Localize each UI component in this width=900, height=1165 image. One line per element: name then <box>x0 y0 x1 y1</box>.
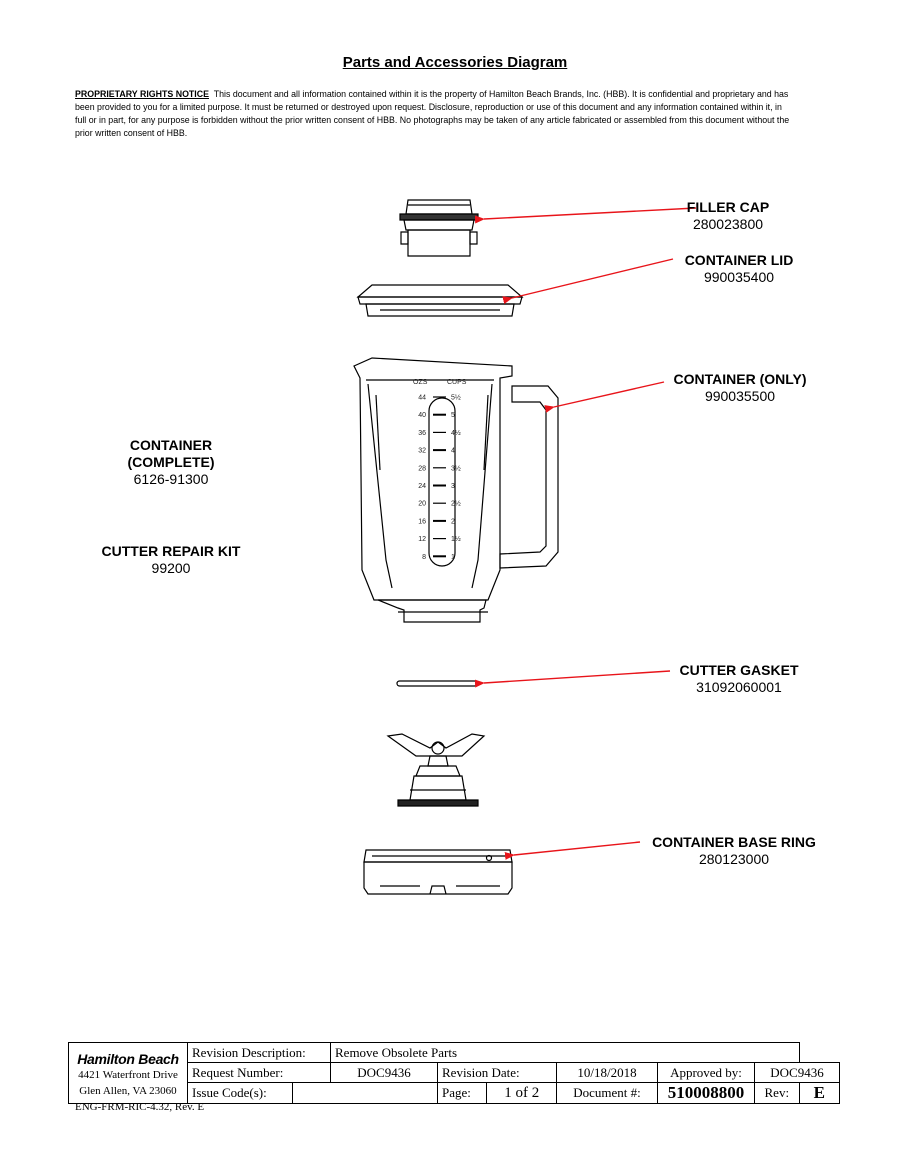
cutter-drawing <box>386 733 486 807</box>
oz-tick-label: 28 <box>418 465 426 472</box>
container-lid-drawing <box>356 284 524 317</box>
document-label: Document #: <box>556 1082 658 1104</box>
address-line-2: Glen Allen, VA 23060 <box>79 1085 177 1097</box>
company-block: Hamilton Beach 4421 Waterfront Drive Gle… <box>68 1042 188 1104</box>
oz-tick-label: 24 <box>418 483 426 490</box>
cutter-repair-kit-name: CUTTER REPAIR KIT <box>101 543 241 559</box>
approved-by-label: Approved by: <box>657 1062 755 1083</box>
oz-tick-label: 40 <box>418 412 426 419</box>
measure-scale: OZS CUPS 44 5½ 40 5 36 4½ 32 4 28 3½ 24 3 20 2½ 16 2 12 1… <box>413 379 467 561</box>
oz-tick-label: 16 <box>418 518 426 525</box>
address-line-1: 4421 Waterfront Drive <box>78 1069 178 1081</box>
filler-cap-number: 280023800 <box>692 216 764 232</box>
notice-heading: PROPRIETARY RIGHTS NOTICE <box>75 88 209 99</box>
cups-tick-label: 5 <box>451 412 455 419</box>
rev-label: Rev: <box>754 1082 800 1104</box>
oz-tick-label: 44 <box>418 395 426 402</box>
label-filler-cap: FILLER CAP 280023800 <box>663 199 793 233</box>
label-container-lid: CONTAINER LID 990035400 <box>664 252 814 286</box>
page-title: Parts and Accessories Diagram <box>342 54 568 71</box>
cutter-gasket-name: CUTTER GASKET <box>679 662 799 678</box>
cups-tick-label: 1 <box>451 554 455 561</box>
revision-description-label: Revision Description: <box>187 1042 331 1063</box>
cups-tick-label: 2½ <box>451 500 461 508</box>
oz-header: OZS <box>413 379 428 386</box>
rev-value: E <box>798 1082 841 1104</box>
cups-tick-label: 5½ <box>451 394 461 402</box>
container-complete-number: 6126-91300 <box>133 471 209 487</box>
revision-date-label: Revision Date: <box>437 1062 557 1083</box>
cups-tick-label: 4½ <box>451 429 461 437</box>
cutter-gasket-drawing <box>396 680 478 687</box>
cups-tick-label: 1½ <box>451 535 461 543</box>
approved-by-value: DOC9436 <box>754 1062 840 1083</box>
issue-codes-value <box>292 1082 438 1104</box>
cups-tick-label: 3 <box>451 483 455 490</box>
oz-tick-label: 20 <box>418 501 426 508</box>
arrow-container-only <box>544 381 665 413</box>
oz-tick-label: 12 <box>418 536 426 543</box>
arrow-cutter-gasket <box>474 670 671 688</box>
container-lid-name: CONTAINER LID <box>684 252 794 268</box>
form-number: ENG-FRM-RIC-4.32, Rev. E <box>75 1101 205 1113</box>
base-ring-drawing <box>363 849 513 895</box>
base-ring-number: 280123000 <box>698 851 770 867</box>
notice-text: This document and all information contai… <box>75 88 790 138</box>
cups-tick-label: 4 <box>451 448 455 455</box>
label-base-ring: CONTAINER BASE RING 280123000 <box>640 834 828 868</box>
revision-description-value: Remove Obsolete Parts <box>330 1042 800 1063</box>
container-lid-number: 990035400 <box>703 269 775 285</box>
arrow-filler-cap <box>474 207 697 224</box>
oz-tick-label: 32 <box>418 448 426 455</box>
document-value: 510008800 <box>657 1082 755 1104</box>
container-drawing <box>353 357 559 623</box>
filler-cap-drawing <box>399 199 479 257</box>
container-complete-name-2: (COMPLETE) <box>127 454 215 470</box>
filler-cap-name: FILLER CAP <box>686 199 770 215</box>
issue-codes-label: Issue Code(s): <box>187 1082 293 1104</box>
title-block: Hamilton Beach 4421 Waterfront Drive Gle… <box>68 1042 841 1104</box>
container-only-number: 990035500 <box>704 388 776 404</box>
callout-arrows <box>474 207 697 860</box>
container-complete-name-1: CONTAINER <box>129 437 213 453</box>
request-number-value: DOC9436 <box>330 1062 438 1083</box>
cups-tick-label: 2 <box>451 518 455 525</box>
oz-tick-label: 36 <box>418 430 426 437</box>
label-container-only: CONTAINER (ONLY) 990035500 <box>654 371 826 405</box>
request-number-label: Request Number: <box>187 1062 331 1083</box>
proprietary-notice: PROPRIETARY RIGHTS NOTICE This document … <box>75 87 789 139</box>
label-container-complete: CONTAINER (COMPLETE) 6126-91300 <box>96 437 246 488</box>
container-only-name: CONTAINER (ONLY) <box>673 371 807 387</box>
revision-date-value: 10/18/2018 <box>556 1062 658 1083</box>
arrow-container-lid <box>502 258 674 305</box>
parts-drawing: OZS CUPS 44 5½ 40 5 36 4½ 32 4 28 3½ 24 3 20 2½ 16 2 12 1… <box>353 199 697 895</box>
label-cutter-repair-kit: CUTTER REPAIR KIT 99200 <box>86 543 256 577</box>
cups-header: CUPS <box>447 379 467 386</box>
cutter-gasket-number: 31092060001 <box>696 679 782 695</box>
page-value: 1 of 2 <box>486 1082 557 1104</box>
arrow-base-ring <box>504 841 641 860</box>
label-cutter-gasket: CUTTER GASKET 31092060001 <box>664 662 814 696</box>
cups-tick-label: 3½ <box>451 464 461 472</box>
page-label: Page: <box>436 1082 488 1104</box>
base-ring-name: CONTAINER BASE RING <box>652 834 816 850</box>
oz-tick-label: 8 <box>422 554 426 561</box>
cutter-repair-kit-number: 99200 <box>151 560 191 576</box>
company-logo: Hamilton Beach <box>77 1051 179 1067</box>
